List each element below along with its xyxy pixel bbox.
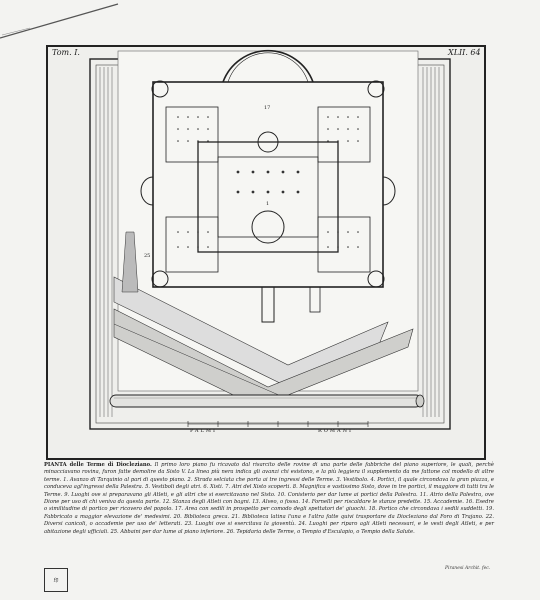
volume-marker: Tom. I. [52, 48, 80, 57]
engraved-plate: 17 1 25 [46, 45, 486, 460]
room-number-17: 17 [264, 105, 270, 111]
room-number-1: 1 [266, 201, 269, 207]
scroll-roll [109, 394, 425, 408]
caption-body: Il primo loro piano fu ricavato dal risa… [44, 462, 495, 535]
engraver-signature: Piranesi Archit. fec. [445, 566, 491, 571]
caption-legend: PIANTA delle Terme di Diocleziano. Il pr… [44, 462, 494, 536]
corner-scratch-mark [0, 3, 119, 39]
plan-drawing: 17 1 25 [89, 49, 451, 430]
collector-seal: 印 [44, 568, 68, 592]
scale-label-right: ROMANI [318, 428, 353, 434]
room-number-25: 25 [144, 253, 150, 259]
scale-bar [187, 421, 369, 427]
road-bands [113, 276, 414, 408]
plate-number: XLII. 64 [448, 48, 481, 57]
baths-plan [140, 49, 396, 323]
scale-label-left: PALMI [190, 428, 217, 434]
caption-title: PIANTA delle Terme di Diocleziano. [44, 462, 152, 468]
